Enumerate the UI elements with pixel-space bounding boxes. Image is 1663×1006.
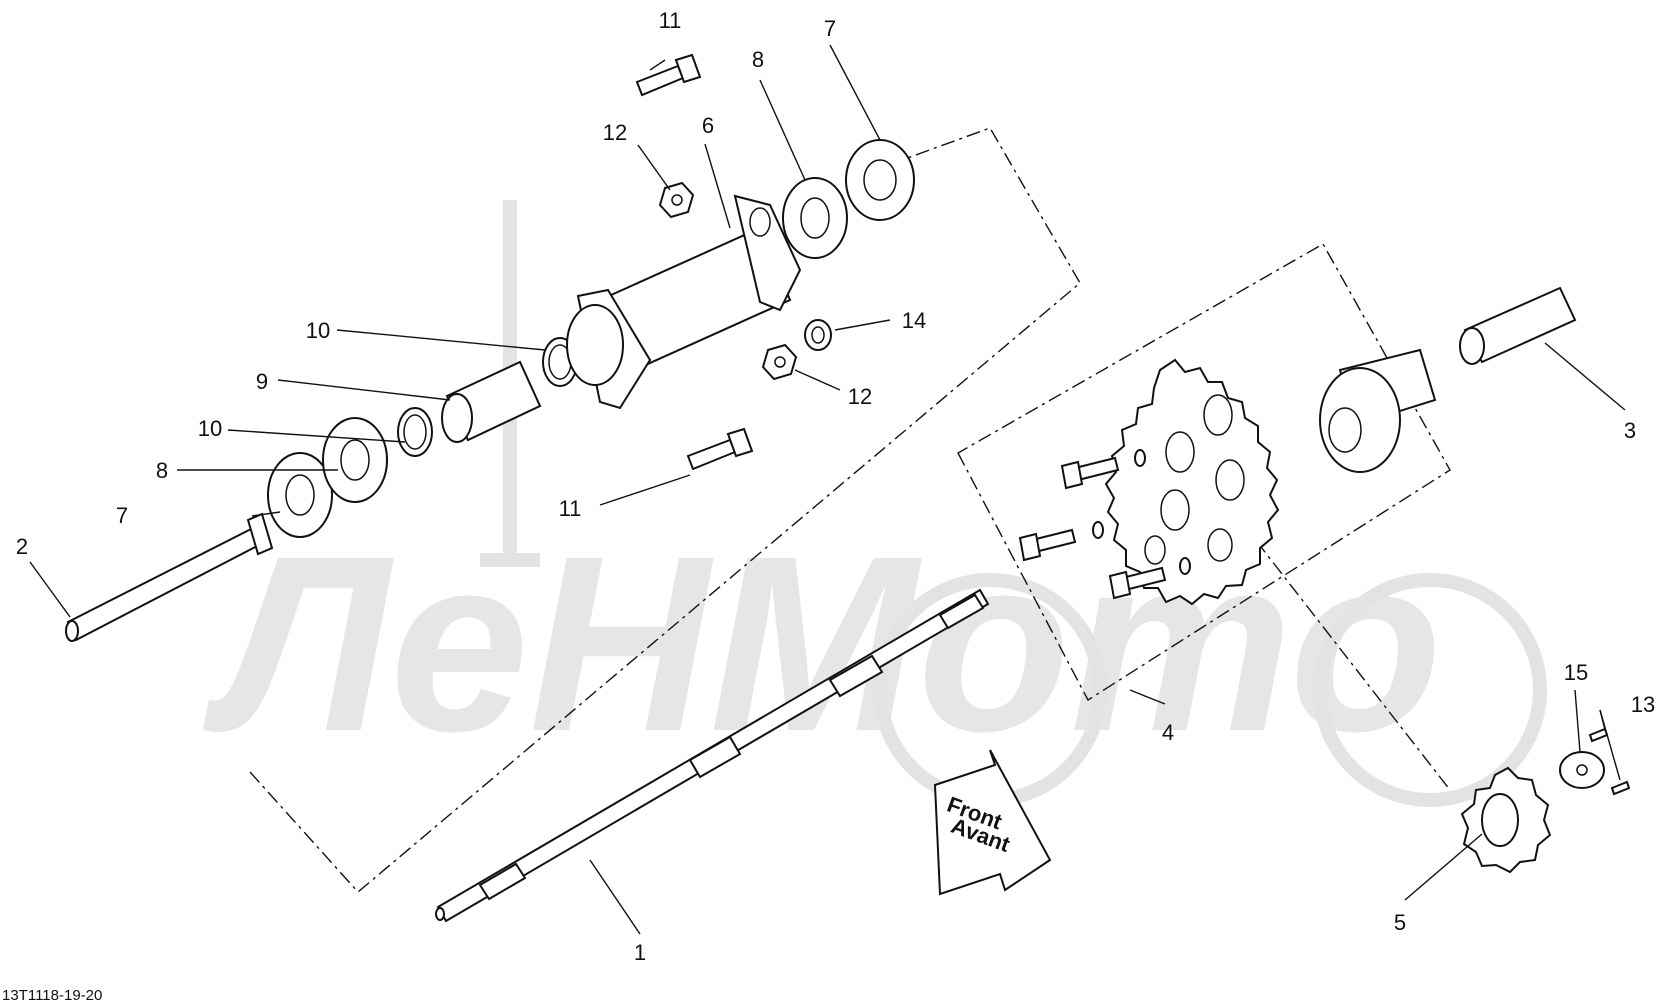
callout-12-top: 12 — [603, 120, 627, 145]
callout-13: 13 — [1631, 692, 1655, 717]
part-11-bolt-bottom — [686, 427, 754, 471]
part-8-bearing-left — [322, 417, 388, 503]
callout-7-left: 7 — [116, 503, 128, 528]
callout-11-top: 11 — [659, 8, 682, 33]
part-4-sprocket — [1104, 358, 1280, 606]
callout-9: 9 — [256, 369, 268, 394]
callout-2: 2 — [16, 534, 28, 559]
part-3-hub — [1319, 348, 1437, 473]
callout-12-bottom: 12 — [848, 384, 872, 409]
sprocket-bolt-3 — [1108, 557, 1191, 600]
watermark: ЛеНМото — [202, 200, 1547, 807]
part-8-bearing-right — [782, 177, 848, 259]
part-12-nut-top — [658, 181, 695, 219]
callout-8-left: 8 — [156, 458, 168, 483]
part-10-ring-left — [397, 407, 433, 457]
diagram-code: 13T1118-19-20 — [2, 987, 102, 1004]
watermark-wheel-right — [1313, 573, 1547, 807]
callout-6: 6 — [702, 113, 714, 138]
callout-14: 14 — [902, 308, 926, 333]
callout-5: 5 — [1394, 910, 1406, 935]
part-11-bolt-top — [635, 53, 702, 97]
dashed-frame-main — [249, 127, 1081, 893]
callout-3: 3 — [1624, 418, 1636, 443]
part-1-shaft — [435, 588, 990, 923]
part-15-plate — [1559, 751, 1605, 789]
front-arrow: Front Avant — [933, 749, 1052, 896]
callout-7-right: 7 — [824, 16, 836, 41]
part-9-sleeve — [441, 360, 542, 443]
sprocket-bolt-2 — [1018, 521, 1104, 562]
part-14-washer — [804, 319, 832, 351]
part-2-pin — [65, 512, 274, 642]
part-3-sleeve — [1459, 286, 1577, 365]
callout-4: 4 — [1162, 720, 1174, 745]
dashed-shaft-5 — [1239, 519, 1451, 791]
part-12-nut-bottom — [761, 343, 798, 381]
part-5-small-sprocket — [1460, 766, 1552, 874]
callout-10-top: 10 — [306, 318, 330, 343]
callout-15: 15 — [1564, 660, 1588, 685]
part-6-housing — [566, 194, 802, 410]
callout-11-bottom: 11 — [559, 496, 582, 521]
leader-lines — [29, 44, 1626, 935]
sprocket-bolt-1 — [1060, 449, 1146, 490]
callout-1: 1 — [634, 940, 646, 965]
part-7-bearing-right — [845, 139, 915, 221]
part-13-screws — [1588, 727, 1631, 796]
part-7-bearing-left — [267, 452, 333, 538]
callout-10-bottom: 10 — [198, 416, 222, 441]
dashed-frame-sprocket — [957, 243, 1451, 701]
callout-8-right: 8 — [752, 47, 764, 72]
